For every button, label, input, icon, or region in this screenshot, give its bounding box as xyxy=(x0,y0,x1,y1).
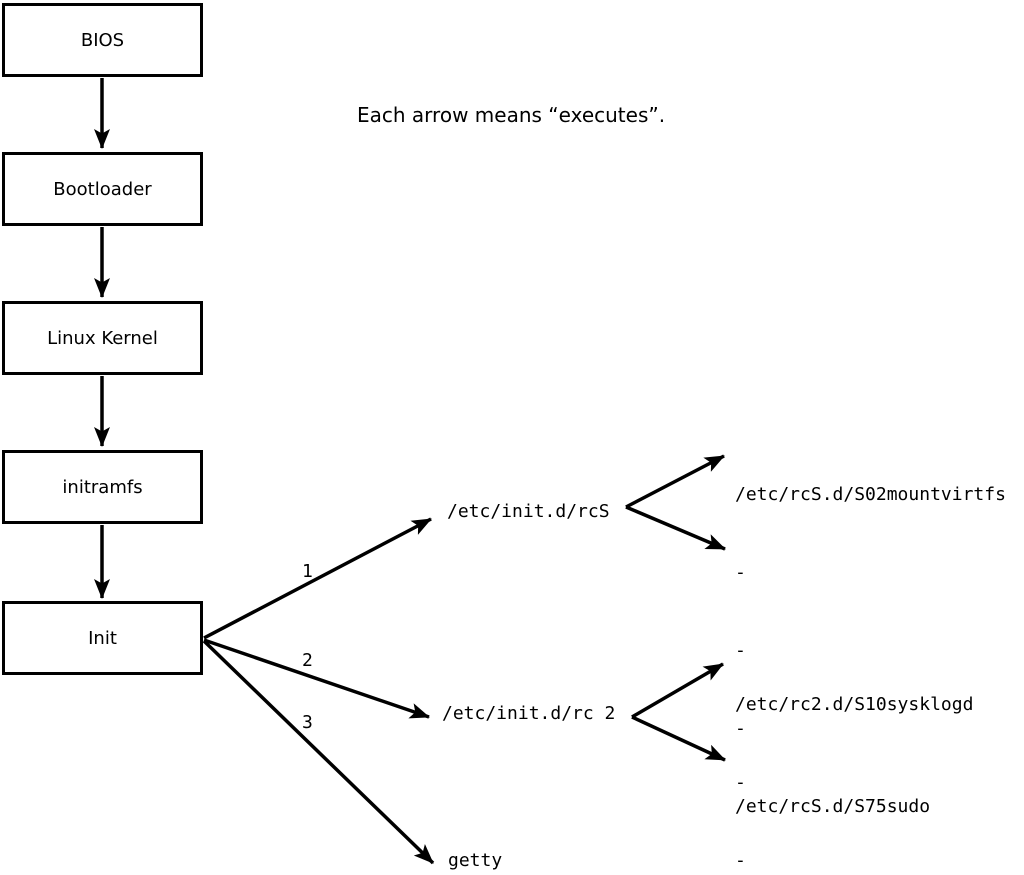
node-etc-init-d-rc2: /etc/init.d/rc 2 xyxy=(442,703,616,724)
node-init-label: Init xyxy=(88,627,117,649)
branch-order-2: 2 xyxy=(302,650,313,671)
branch-order-1: 1 xyxy=(302,561,313,582)
branch-order-3: 3 xyxy=(302,712,313,733)
node-bootloader-label: Bootloader xyxy=(53,178,152,200)
arrow-rcs-to-s02mountvirtfs xyxy=(625,454,725,509)
node-linux-kernel: Linux Kernel xyxy=(2,301,203,375)
node-bios-label: BIOS xyxy=(80,29,125,51)
node-bios: BIOS xyxy=(2,3,203,77)
script-s02mountvirtfs: /etc/rcS.d/S02mountvirtfs xyxy=(735,484,1006,505)
node-etc-init-d-rcs: /etc/init.d/rcS xyxy=(447,501,610,522)
arrow-rcs-to-s75sudo xyxy=(625,505,726,551)
node-initramfs: initramfs xyxy=(2,450,203,524)
arrow-rc2-to-s10sysklogd xyxy=(631,662,724,719)
arrow-init-to-rc2 xyxy=(203,638,430,719)
legend-note: Each arrow means “executes”. xyxy=(357,103,666,127)
script-ellipsis-dash: - xyxy=(735,850,746,871)
script-ellipsis-dash: - xyxy=(735,718,746,739)
script-ellipsis-dash: - xyxy=(735,640,746,661)
rcs-script-list: /etc/rcS.d/S02mountvirtfs - - - /etc/rcS… xyxy=(735,430,1006,872)
arrow-init-to-rcs xyxy=(203,517,432,640)
script-ellipsis-dash: - xyxy=(735,562,746,583)
script-ellipsis-dash: - xyxy=(735,772,746,793)
rc2-script-list: /etc/rc2.d/S10sysklogd - - - /etc/rc2.d/… xyxy=(735,640,973,875)
node-initramfs-label: initramfs xyxy=(62,476,143,498)
node-getty: getty xyxy=(448,850,503,871)
script-s75sudo: /etc/rcS.d/S75sudo xyxy=(735,796,931,817)
node-init: Init xyxy=(2,601,203,675)
arrow-rc2-to-s99gdm xyxy=(631,715,726,762)
script-s10sysklogd: /etc/rc2.d/S10sysklogd xyxy=(735,694,974,715)
node-bootloader: Bootloader xyxy=(2,152,203,226)
node-linux-kernel-label: Linux Kernel xyxy=(47,327,158,349)
arrow-init-to-getty xyxy=(202,639,435,865)
